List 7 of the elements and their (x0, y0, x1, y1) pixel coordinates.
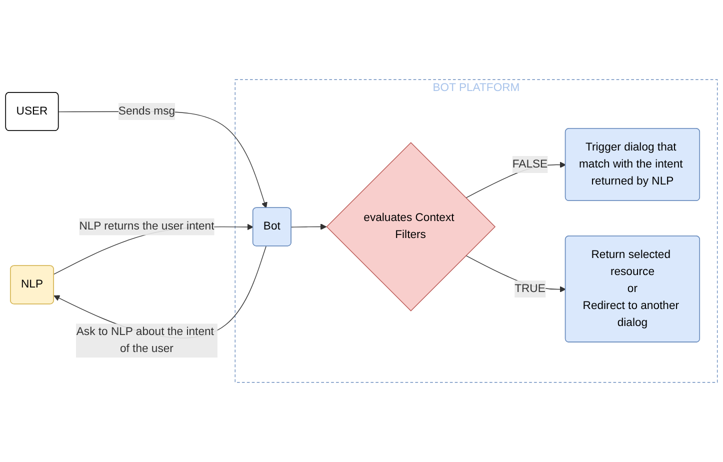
arrow (291, 224, 327, 230)
node-diamond: evaluates Context Filters (326, 142, 496, 312)
edge-label: Ask to NLP about the intent of the user (76, 326, 214, 355)
edge-label: TRUE (514, 282, 546, 295)
edge-label: Sends msg (118, 105, 176, 118)
edge-label: FALSE (512, 158, 548, 170)
edge-label: NLP returns the user intent (79, 220, 214, 232)
